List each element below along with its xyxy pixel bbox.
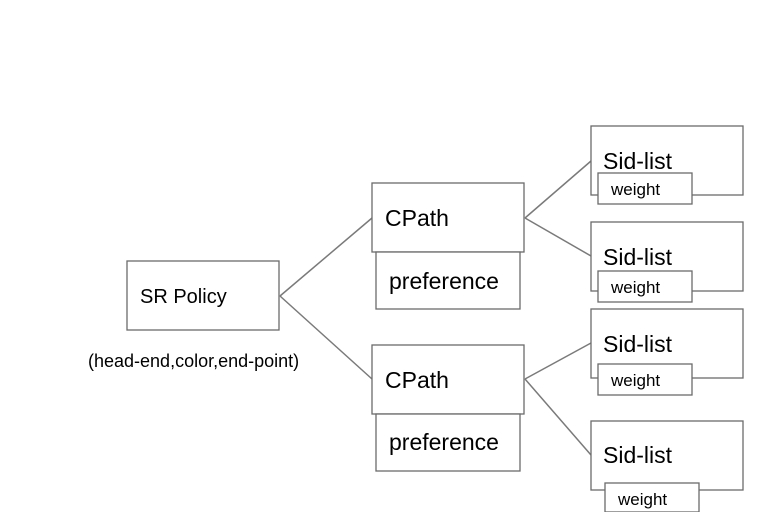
edge-cpath-2-sidlist-2: [524, 378, 592, 456]
weight-box-2-2: [604, 482, 700, 512]
sid-list-label-1-2: Sid-list: [603, 244, 673, 270]
cpath-label-2: CPath: [385, 367, 449, 393]
edge-policy-cpath-1: [279, 217, 373, 297]
sid-list-node-2-2: Sid-list weight: [590, 420, 744, 512]
connectors: [279, 160, 592, 456]
edge-cpath-2-sidlist-1: [524, 342, 592, 380]
weight-label-1-2: weight: [610, 278, 660, 297]
sr-policy-caption: (head-end,color,end-point): [88, 351, 299, 371]
weight-box-1-2: [597, 270, 693, 303]
weight-label-2-1: weight: [610, 371, 660, 390]
sid-list-label-2-2: Sid-list: [603, 442, 673, 468]
weight-box-2-1: [597, 363, 693, 396]
sid-list-node-2-1: Sid-list weight: [590, 308, 744, 396]
cpath-box-1: [371, 182, 525, 253]
sid-list-node-1-1: Sid-list weight: [590, 125, 744, 205]
sr-policy-label: SR Policy: [140, 286, 227, 308]
sid-list-box-2-2: [590, 420, 744, 491]
weight-label-2-2: weight: [617, 490, 667, 509]
sid-list-label-1-1: Sid-list: [603, 148, 673, 174]
weight-label-1-1: weight: [610, 180, 660, 199]
weight-box-1-1: [597, 172, 693, 205]
cpath-box-2: [371, 344, 525, 415]
cpath-label-1: CPath: [385, 205, 449, 231]
cpath-node-2: CPath preference: [371, 344, 525, 472]
preference-label-1: preference: [389, 268, 499, 294]
sr-policy-node: SR Policy: [126, 260, 280, 331]
preference-box-1: [375, 251, 521, 310]
edge-cpath-1-sidlist-1: [524, 160, 592, 219]
edge-cpath-1-sidlist-2: [524, 217, 592, 257]
sr-policy-box: [126, 260, 280, 331]
sid-list-label-2-1: Sid-list: [603, 331, 673, 357]
preference-box-2: [375, 413, 521, 472]
cpath-node-1: CPath preference: [371, 182, 525, 310]
preference-label-2: preference: [389, 429, 499, 455]
sid-list-node-1-2: Sid-list weight: [590, 221, 744, 303]
edge-policy-cpath-2: [279, 295, 373, 380]
